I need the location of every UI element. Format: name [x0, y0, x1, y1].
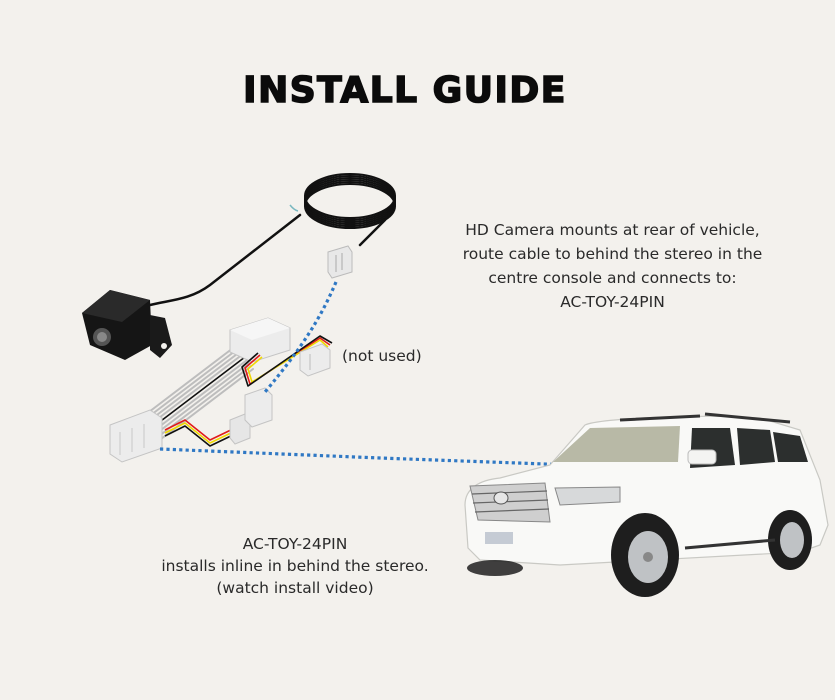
inline-connector — [229, 387, 273, 445]
harness-description-line: installs inline in behind the stereo. — [161, 557, 429, 575]
harness-description-line: AC-TOY-24PIN — [242, 535, 348, 553]
harness-connector-top — [229, 317, 291, 363]
camera-cable — [148, 173, 396, 307]
camera-icon — [82, 290, 172, 360]
camera-description-line: AC-TOY-24PIN — [560, 293, 665, 311]
harness-connector-bottom — [109, 409, 163, 463]
vehicle-illustration — [464, 412, 829, 597]
camera-description-line: centre console and connects to: — [488, 269, 737, 287]
harness-ribbon — [144, 344, 254, 440]
not-used-connector — [299, 343, 331, 377]
camera-connector — [327, 245, 353, 279]
camera-description-line: HD Camera mounts at rear of vehicle, — [465, 221, 760, 239]
camera-description: HD Camera mounts at rear of vehicle, rou… — [440, 218, 785, 314]
camera-description-line: route cable to behind the stereo in the — [462, 245, 763, 263]
front-wheel — [611, 513, 679, 597]
connection-dotted-lines — [159, 281, 601, 468]
harness-description: AC-TOY-24PIN installs inline in behind t… — [145, 533, 445, 599]
aux-wires-top — [241, 335, 333, 387]
not-used-label: (not used) — [342, 347, 422, 365]
rear-wheel — [768, 510, 812, 570]
aux-wires-bottom — [164, 419, 236, 447]
harness-description-line: (watch install video) — [216, 579, 374, 597]
page-title: INSTALL GUIDE — [242, 69, 567, 112]
